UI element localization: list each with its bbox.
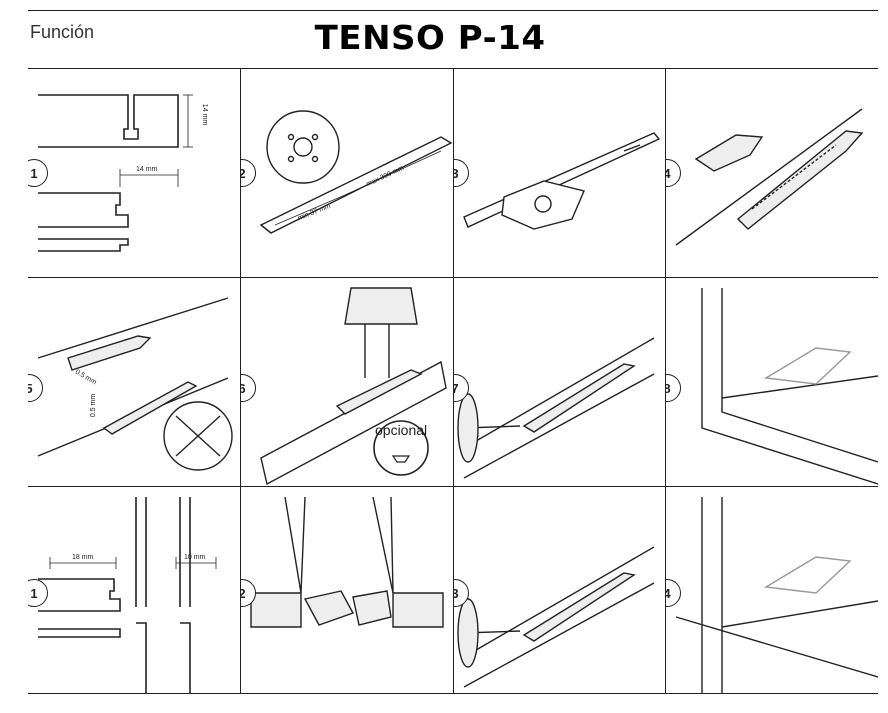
panel-r2-c3: 7 xyxy=(454,278,665,486)
panel-r1-c2: min 37 mm max 300 mm 2 xyxy=(241,69,453,277)
panel-r3-c2: 2 xyxy=(241,487,453,693)
dim-label: 14 mm xyxy=(201,103,209,126)
cutter-board-illustration xyxy=(259,110,453,234)
tightening-illustration xyxy=(457,546,655,688)
optional-label: opcional xyxy=(375,422,428,438)
top-rule xyxy=(28,10,878,11)
insertion-tool-illustration xyxy=(260,287,447,486)
dim-label: 10 mm xyxy=(184,554,206,561)
panel-r1-c1: 14 mm 14 mm 1 xyxy=(28,69,240,277)
panel-r3-c3: 3 xyxy=(454,487,665,693)
spacing-illustration xyxy=(37,297,233,471)
section-label: Función xyxy=(30,22,95,42)
dim-label: 14 mm xyxy=(136,166,158,173)
joined-panels-illustration xyxy=(701,288,878,485)
groove-profile-illustration xyxy=(38,94,193,252)
tightening-illustration xyxy=(457,337,655,479)
panel-r3-c4: 4 xyxy=(666,487,878,693)
clamping-tools-illustration xyxy=(250,496,444,628)
panel-r1-c4: 4 xyxy=(666,69,878,277)
grid-line-h4 xyxy=(28,693,878,694)
optional-badge xyxy=(373,420,429,476)
dim-label: 18 mm xyxy=(72,554,94,561)
dim-label: 0.5 mm xyxy=(90,393,98,418)
panel-r2-c2: opcional 6 xyxy=(241,278,453,486)
panel-r2-c4: 8 xyxy=(666,278,878,486)
joined-panels-illustration xyxy=(675,497,878,693)
panel-r1-c3: 3 xyxy=(454,69,665,277)
connector-halves-illustration xyxy=(675,108,864,246)
panel-r3-c1: 18 mm 10 mm 1 xyxy=(28,487,240,693)
page-title: TENSO P-14 xyxy=(314,18,546,57)
routing-slot-illustration xyxy=(463,132,661,230)
profile-18-10-illustration xyxy=(38,497,217,693)
panel-r2-c1: 0.5 mm 0.5 mm 5 xyxy=(28,278,240,486)
